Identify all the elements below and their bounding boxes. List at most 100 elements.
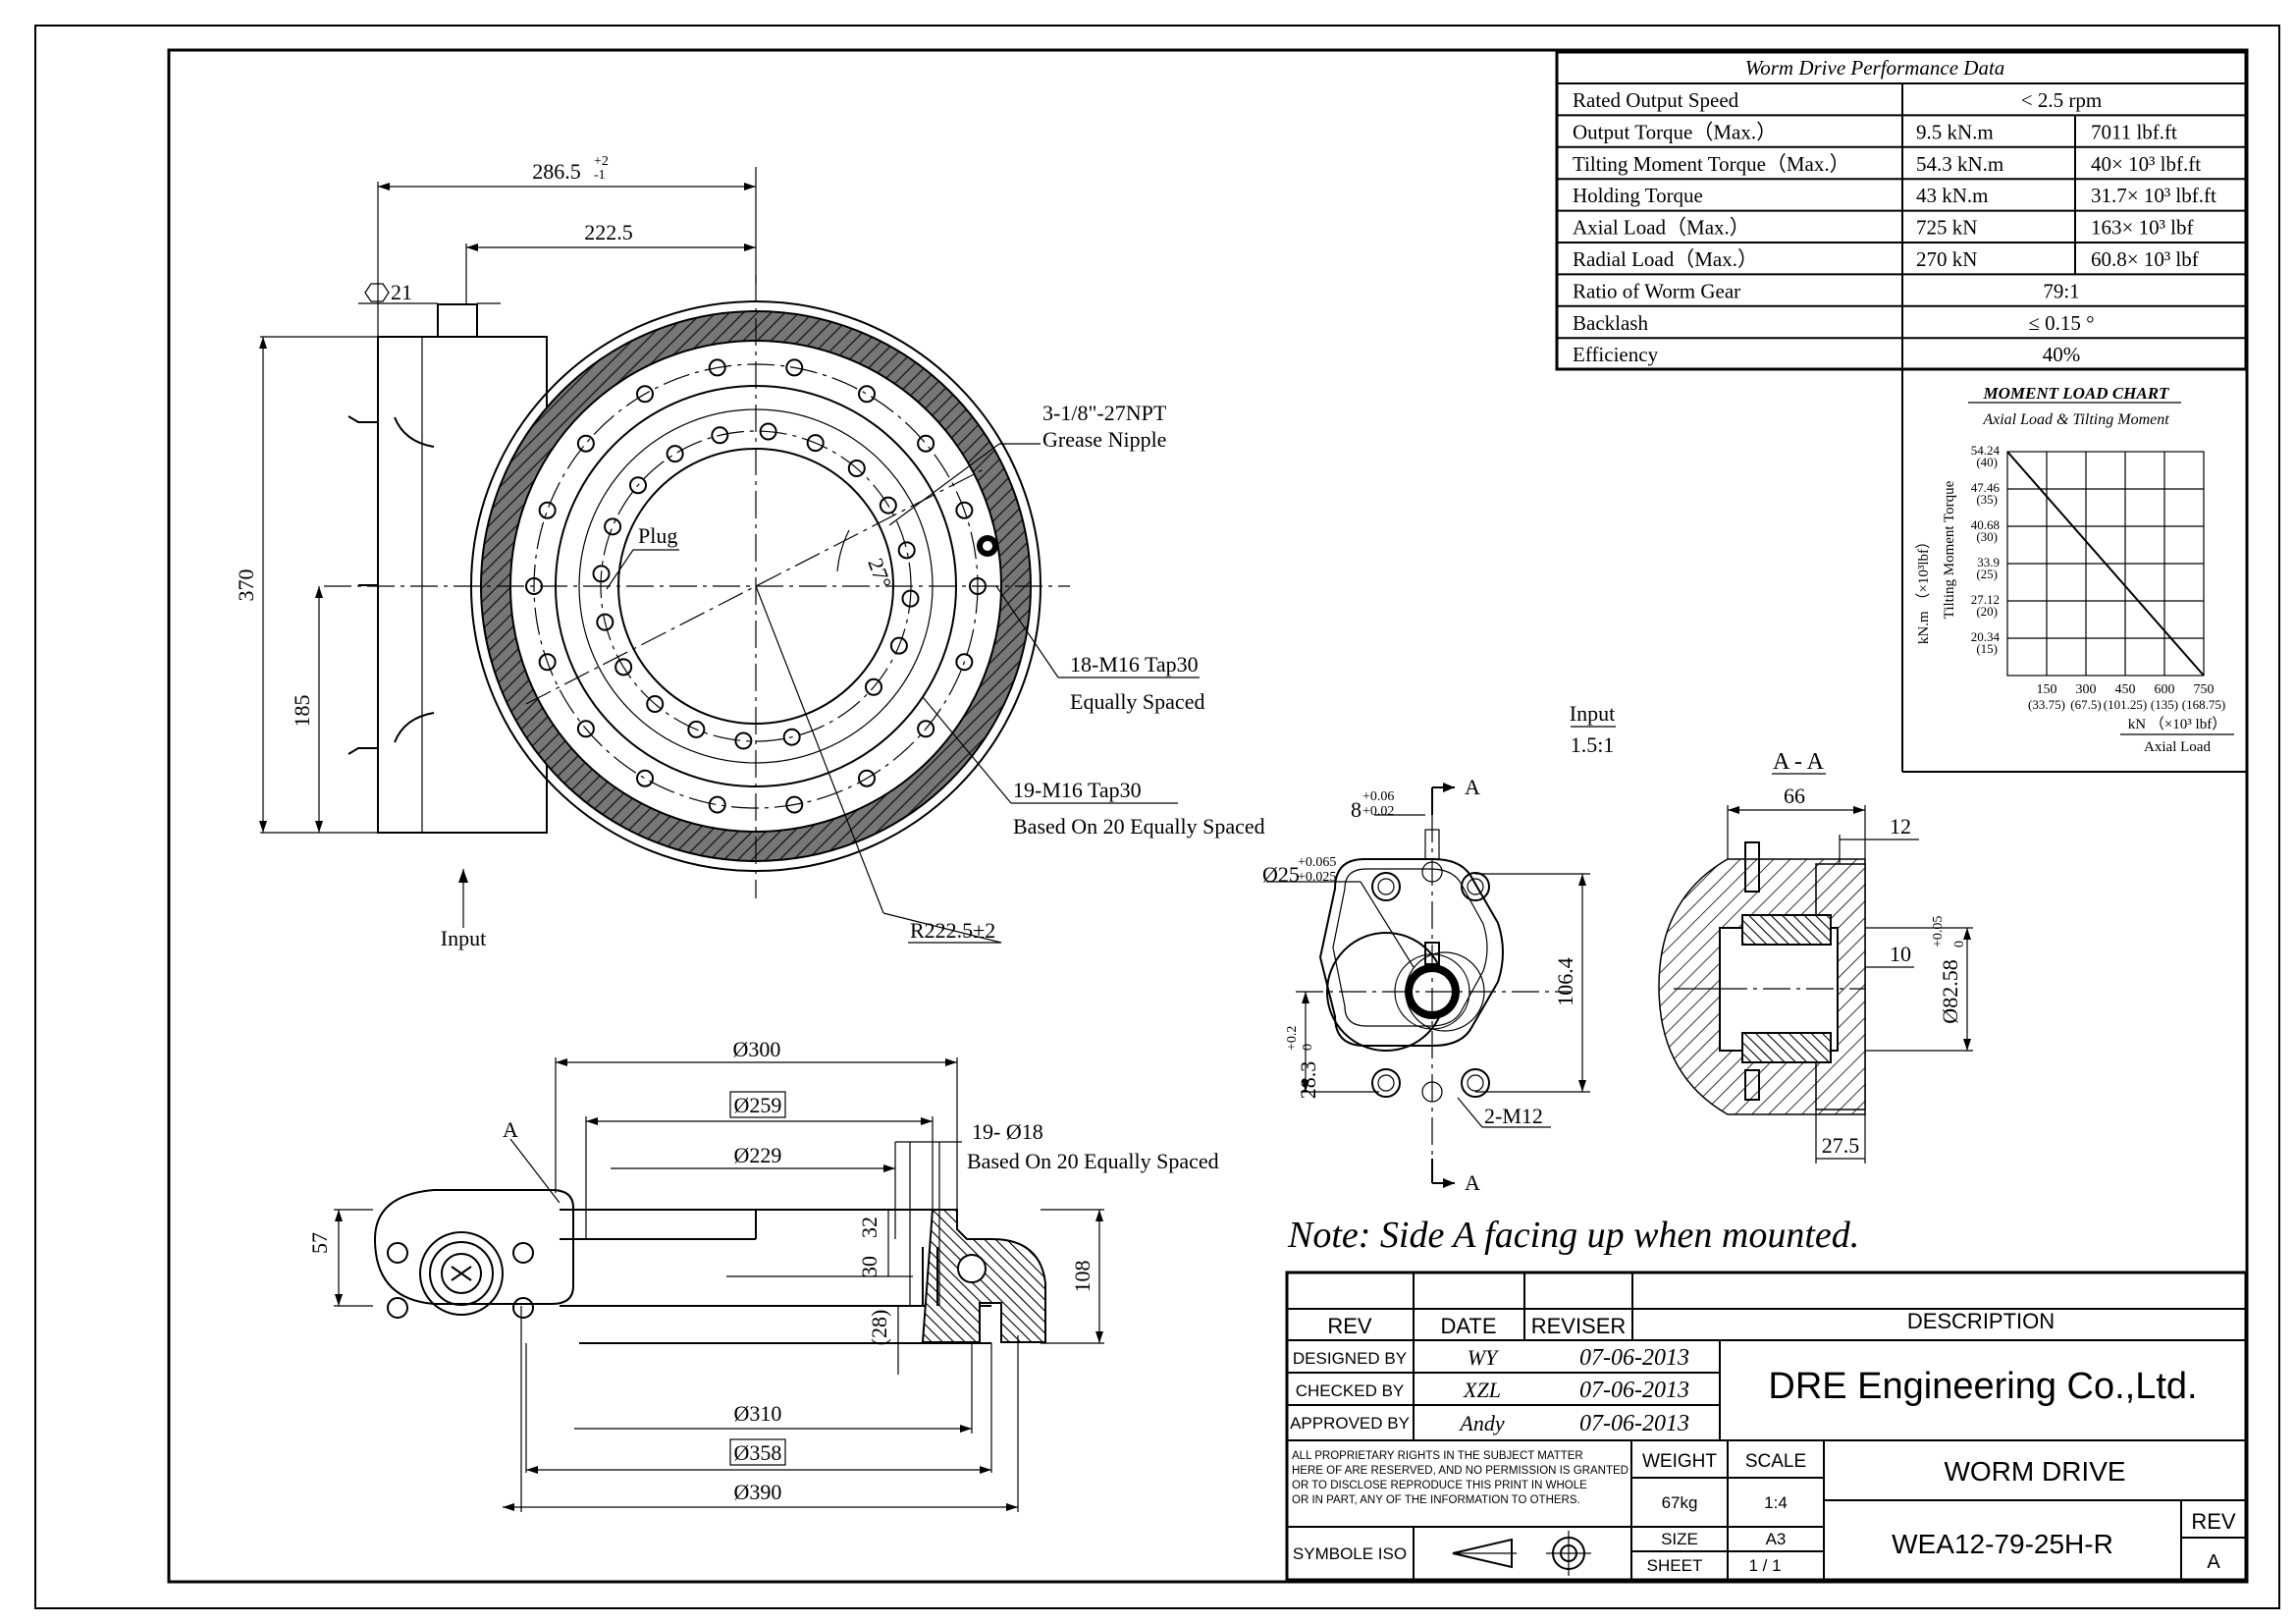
- chart-xtick: 750: [2194, 682, 2215, 697]
- tap18-label: 18-M16 Tap30: [1070, 652, 1199, 677]
- perf-row-metric: 725 kN: [1916, 216, 1977, 240]
- key-tol-up: +0.06: [1362, 789, 1394, 804]
- chart-xtick: 150: [2037, 682, 2057, 697]
- chart-xtick-alt: (67.5): [2070, 697, 2101, 712]
- outer-bolt-hole: [955, 653, 974, 672]
- chart-ytick-alt: (20): [1976, 604, 1998, 619]
- perf-row-value: ≤ 0.15 °: [2028, 311, 2094, 335]
- perf-row-metric: 54.3 kN.m: [1916, 152, 2003, 176]
- shaft-dim: Ø25: [1262, 862, 1300, 887]
- npt-label: 3-1/8"-27NPT: [1042, 401, 1167, 425]
- projection-symbol-icon: [1452, 1531, 1591, 1576]
- perf-row-value: 40%: [2043, 343, 2081, 366]
- approve-date: 07-06-2013: [1579, 1411, 1689, 1436]
- section-a-a-view: A - A 66 12 10 Ø82.58 +0.05 0 27.5: [1658, 749, 1973, 1164]
- perf-row-label: Efficiency: [1573, 343, 1659, 366]
- moment-load-chart: MOMENT LOAD CHART Axial Load & Tilting M…: [1901, 369, 2246, 773]
- mounting-note: Note: Side A facing up when mounted.: [1287, 1215, 1859, 1256]
- outer-bolt-hole: [917, 720, 935, 738]
- dim-d358: Ø358: [734, 1440, 782, 1465]
- checker-name: XZL: [1463, 1378, 1501, 1402]
- chart-ytick: 33.9: [1977, 555, 2000, 569]
- perf-row-metric: 9.5 kN.m: [1916, 120, 1994, 143]
- dim-d82-tol-dn: 0: [1952, 941, 1967, 947]
- inner-bolt-hole: [666, 445, 684, 463]
- bottom-view: Ø300 Ø259 Ø229 19- Ø18 Based On 20 Equal…: [307, 1037, 1219, 1512]
- outer-bolt-hole: [708, 795, 726, 814]
- hex-21: 21: [391, 280, 412, 304]
- rights-line-4: OR IN PART, ANY OF THE INFORMATION TO OT…: [1292, 1494, 1580, 1506]
- input-view: Input 1.5:1 A A 8 +0.06 +0.02: [1262, 701, 1616, 1195]
- perf-row-label: Backlash: [1573, 311, 1648, 335]
- inner-bolt-hole: [897, 541, 916, 560]
- dim-27-5: 27.5: [1822, 1133, 1860, 1158]
- outer-bolt-hole: [636, 769, 654, 787]
- inner-bolt-hole: [864, 677, 882, 696]
- rights-line-3: OR TO DISCLOSE REPRODUCE THIS PRINT IN W…: [1292, 1480, 1587, 1491]
- product-name: WORM DRIVE: [1944, 1456, 2125, 1487]
- chart-ytick: 47.46: [1971, 480, 2001, 495]
- chart-ytick-alt: (35): [1976, 492, 1998, 507]
- chart-xtick-alt: (135): [2151, 697, 2178, 712]
- dim-d310: Ø310: [734, 1401, 782, 1426]
- rev-header: REV: [1327, 1314, 1372, 1338]
- dim-28-3: 28.3: [1296, 1061, 1320, 1100]
- scale-value: 1:4: [1764, 1493, 1788, 1512]
- key-tol-dn: +0.02: [1362, 804, 1394, 819]
- chart-xlabel: Axial Load: [2144, 739, 2211, 755]
- performance-table-title: Worm Drive Performance Data: [1745, 56, 2005, 80]
- rights-line-2: HERE OF ARE RESERVED, AND NO PERMISSION …: [1292, 1465, 1629, 1477]
- reviser-header: REVISER: [1531, 1314, 1627, 1338]
- date-header: DATE: [1440, 1314, 1496, 1338]
- dim-d82-tol-up: +0.05: [1931, 916, 1946, 947]
- dim-222: 222.5: [584, 220, 633, 244]
- chart-xtick-alt: (168.75): [2182, 697, 2225, 712]
- rev-value: A: [2207, 1551, 2220, 1573]
- rev-label: REV: [2191, 1509, 2236, 1534]
- approved-by-label: APPROVED BY: [1290, 1414, 1410, 1433]
- outer-bolt-hole: [858, 769, 876, 787]
- inner-bolt-hole: [604, 517, 622, 536]
- section-a-bottom: A: [1465, 1170, 1480, 1195]
- chart-ylabel-units: kN.m （×10³lbf）: [1915, 534, 1932, 644]
- perf-row-label: Rated Output Speed: [1573, 88, 1739, 112]
- holes-label: 19- Ø18: [972, 1119, 1043, 1144]
- inner-bolt-hole: [847, 460, 866, 478]
- sheet-header: SHEET: [1647, 1556, 1703, 1575]
- perf-row-imperial: 31.7× 10³ lbf.ft: [2091, 184, 2216, 207]
- plug-label: Plug: [638, 523, 677, 548]
- outer-border: [34, 25, 2280, 1609]
- dim-28-3-tol-dn: 0: [1301, 1044, 1315, 1051]
- chart-ytick: 27.12: [1971, 592, 2000, 607]
- dim-66: 66: [1784, 784, 1805, 808]
- dim-370: 370: [234, 569, 258, 602]
- dim-d300: Ø300: [733, 1037, 781, 1061]
- inner-bolt-hole: [596, 613, 614, 631]
- inner-bolt-hole: [759, 422, 777, 441]
- dim-106: 106.4: [1553, 957, 1577, 1006]
- size-value: A3: [1766, 1530, 1787, 1548]
- key-dim: 8: [1351, 797, 1362, 822]
- chart-xlabel-units: kN （×10³ lbf）: [2128, 716, 2226, 732]
- outer-bolt-hole: [917, 434, 935, 453]
- title-block: REV DATE REVISER DESCRIPTION DESIGNED BY…: [1285, 1271, 2248, 1582]
- chart-xtick-alt: (101.25): [2104, 697, 2147, 712]
- outer-bolt-hole: [538, 501, 557, 519]
- m12-label: 2-M12: [1484, 1104, 1543, 1128]
- dim-57: 57: [307, 1232, 332, 1254]
- outer-bolt-hole: [538, 653, 557, 672]
- perf-row-label: Axial Load（Max.）: [1573, 216, 1750, 240]
- inner-bolt-hole: [687, 720, 706, 738]
- chart-xtick: 450: [2115, 682, 2136, 697]
- perf-row-label: Ratio of Worm Gear: [1573, 279, 1740, 302]
- checked-by-label: CHECKED BY: [1296, 1381, 1405, 1400]
- dim-d390: Ø390: [734, 1480, 782, 1504]
- outer-bolt-hole: [785, 358, 804, 377]
- design-date: 07-06-2013: [1579, 1345, 1689, 1371]
- perf-row-label: Holding Torque: [1573, 184, 1703, 207]
- chart-ytick-alt: (30): [1976, 529, 1998, 544]
- perf-row-imperial: 163× 10³ lbf: [2091, 216, 2193, 240]
- side-a-label: A: [503, 1117, 518, 1142]
